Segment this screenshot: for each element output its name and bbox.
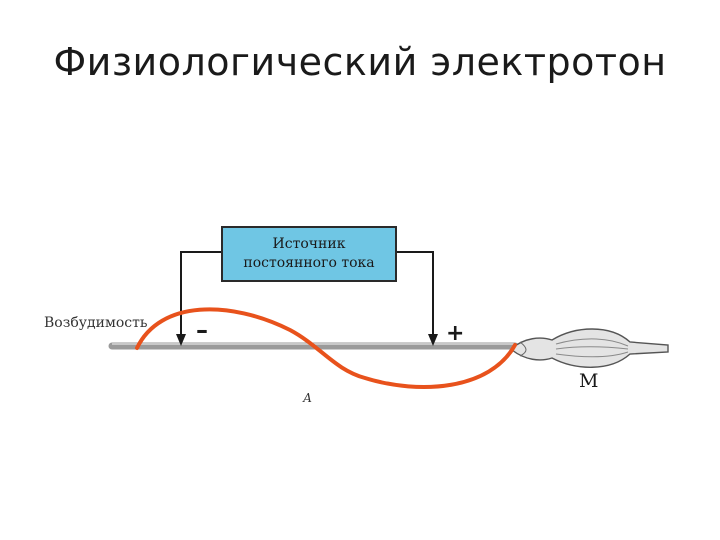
excitability-curve (135, 307, 517, 389)
circuit-wires (176, 251, 438, 346)
cathode-wire (180, 251, 222, 335)
dc-source-label-line2: постоянного тока (243, 255, 374, 271)
dc-source-box: Источник постоянного тока (221, 226, 397, 282)
muscle-fiber-line (555, 351, 629, 358)
dc-source-label-line1: Источник (273, 236, 346, 252)
excitability-label: Возбудимость (44, 315, 148, 331)
slide-title: Физиологический электротон (53, 40, 667, 84)
muscle-tendon-line (519, 341, 527, 357)
cathode-electrode-arrow (176, 334, 186, 346)
anode-electrode-arrow (428, 334, 438, 346)
muscle-fiber-line (555, 338, 629, 347)
muscle-fiber-line (555, 346, 629, 350)
anode-wire (396, 251, 434, 335)
muscle-label: М (579, 370, 598, 392)
dc-source-rect (221, 226, 397, 282)
anode-plus-sign: + (446, 321, 464, 346)
cathode-minus-sign: – (196, 316, 208, 344)
point-a-label: А (302, 391, 312, 405)
muscle-body (511, 328, 669, 368)
muscle (511, 328, 669, 368)
